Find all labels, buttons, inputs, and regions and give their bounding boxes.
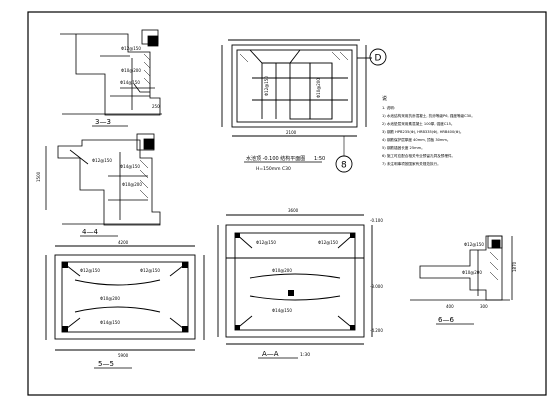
note-line: 6) 施工时应配合相关专业预留孔洞及预埋件。 [382, 153, 455, 158]
section-5-5 [45, 245, 205, 351]
section-a-a-title: A—A [262, 350, 279, 358]
outer-frame [27, 11, 547, 396]
plan-subtitle: H=150mm C30 [256, 166, 291, 172]
grid-bubble-d-label: D [375, 54, 382, 64]
label-dim: -4.200 [370, 328, 383, 333]
label-rebar: Φ14@150 [272, 308, 292, 313]
grid-bubble-8-label: 8 [341, 161, 347, 171]
label-rebar: Φ12@150 [80, 268, 100, 273]
section-3-3-hatch [143, 53, 151, 85]
label-rebar: Φ10@200 [100, 296, 120, 301]
section-a-a [217, 214, 373, 345]
label-dim: 5900 [118, 353, 129, 358]
label-rebar: Φ10@200 [462, 270, 482, 275]
section-3-3-title: 3—3 [95, 118, 111, 126]
plan-hatch [239, 51, 349, 63]
label-dim: 1870 [512, 261, 517, 272]
label-dim: -0.100 [370, 218, 383, 223]
label-rebar: Φ12@150 [140, 268, 160, 273]
notes-heading: 说 [382, 95, 387, 102]
section-5-5-title: 5—5 [98, 360, 114, 368]
label-rebar: Φ14@150 [120, 80, 140, 85]
label-rebar: Φ10@200 [122, 182, 142, 187]
label-rebar: Φ14@150 [120, 164, 140, 169]
label-rebar: Φ12@150 [464, 242, 484, 247]
label-dim: 400 [446, 304, 454, 309]
note-line: 7) 未注明事项按国家有关规范执行。 [382, 161, 441, 166]
grid-bubble-d [369, 48, 387, 66]
section-a-a-scale: 1:30 [300, 352, 310, 358]
label-rebar: Φ12@150 [121, 46, 141, 51]
note-line: 1) 水池结构采用抗渗混凝土, 抗渗等级P6, 强度等级C30。 [382, 113, 475, 118]
section-5-5-corner-fills [62, 262, 188, 332]
section-6-6 [410, 235, 513, 301]
label-dim: 4200 [118, 240, 129, 245]
note-line: 2) 水池垫层采用素混凝土 100厚, 强度C15。 [382, 121, 455, 126]
plan-title: 水池顶 -0.100 结构平面图 [246, 155, 305, 162]
note-line: 3) 钢筋 HPB235(Φ), HRB335(Φ), HRB400(Φ)。 [382, 129, 463, 134]
section-4-4 [45, 133, 161, 226]
label-rebar: Φ12@150 [318, 240, 338, 245]
note-line: 5) 钢筋锚固长度 25mm。 [382, 145, 425, 150]
section-3-3 [60, 29, 162, 116]
label-rebar: Φ12@150 [92, 158, 112, 163]
note-line: 4) 钢筋保护层厚度 40mm, 顶板 30mm。 [382, 137, 451, 142]
label-rebar: Φ10@200 [272, 268, 292, 273]
label-dim: 300 [480, 304, 488, 309]
plan-scale: 1:50 [314, 156, 325, 162]
section-4-4-hatch [139, 159, 149, 199]
section-a-a-fills [235, 233, 355, 330]
note-line: 1. 说明: [382, 105, 395, 110]
label-rebar: Φ10@200 [316, 78, 321, 98]
label-rebar: Φ14@150 [100, 320, 120, 325]
plan-view [221, 39, 372, 137]
label-rebar: Φ10@200 [121, 68, 141, 73]
label-dim: 3600 [288, 208, 299, 213]
label-dim: 2100 [286, 130, 297, 135]
label-dim: -3.000 [370, 284, 383, 289]
section-6-6-title: 6—6 [438, 316, 454, 324]
notes-block: 说 1. 说明: 1) 水池结构采用抗渗混凝土, 抗渗等级P6, 强度等级C30… [382, 95, 475, 166]
label-rebar: Φ12@150 [256, 240, 276, 245]
label-dim: 250 [152, 104, 160, 109]
section-6-6-hatch [489, 251, 499, 281]
label-dim: 1500 [36, 171, 41, 182]
label-rebar: Φ12@150 [264, 76, 269, 96]
section-4-4-title: 4—4 [82, 228, 98, 236]
